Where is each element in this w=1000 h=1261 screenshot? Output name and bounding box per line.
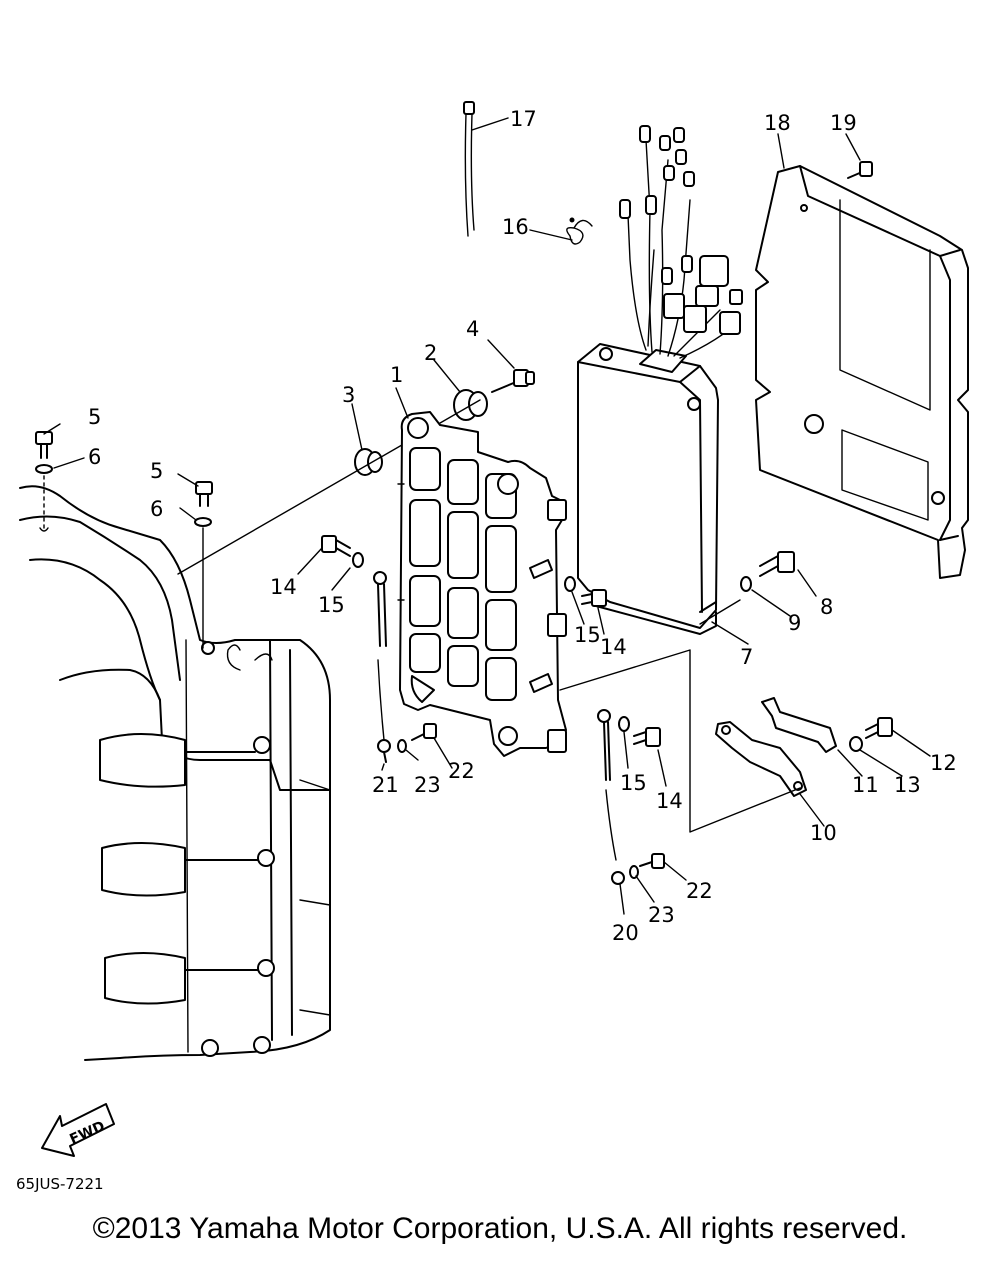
cover xyxy=(755,165,969,579)
callout-15b: 15 xyxy=(574,623,601,647)
wire-harness xyxy=(619,125,743,359)
bolt-8 xyxy=(759,551,795,577)
bracket-11 xyxy=(761,697,837,753)
cdi-unit xyxy=(577,343,719,635)
bolt-14-center xyxy=(581,589,607,607)
bolt-5-right xyxy=(194,481,213,649)
mounting-plate xyxy=(397,411,567,757)
callout-13: 13 xyxy=(894,773,921,797)
leader-lines xyxy=(43,117,931,915)
grommet-3 xyxy=(354,448,383,476)
fwd-arrow-icon: FWD xyxy=(41,1103,115,1157)
washer-15-right xyxy=(618,716,630,732)
callout-15c: 15 xyxy=(620,771,647,795)
callout-8: 8 xyxy=(820,595,833,619)
callout-9: 9 xyxy=(788,611,801,635)
copyright-notice: ©2013 Yamaha Motor Corporation, U.S.A. A… xyxy=(92,1212,908,1245)
callout-23a: 23 xyxy=(414,773,441,797)
bolt-12 xyxy=(865,717,893,739)
washer-23-left xyxy=(397,739,407,753)
callout-1: 1 xyxy=(390,363,403,387)
callout-labels: 1 2 3 4 5 6 5 6 7 8 9 10 11 12 13 14 15 … xyxy=(88,107,957,945)
callout-18: 18 xyxy=(764,111,791,135)
callout-22a: 22 xyxy=(448,759,475,783)
ground-lead-21 xyxy=(373,571,391,763)
ground-lead-20 xyxy=(597,709,625,885)
callout-10: 10 xyxy=(810,821,837,845)
callout-14a: 14 xyxy=(270,575,297,599)
alignment-line-2 xyxy=(559,649,801,833)
clip-16 xyxy=(566,217,593,245)
callout-17: 17 xyxy=(510,107,537,131)
washer-13 xyxy=(849,736,863,752)
screw-22-right xyxy=(639,853,665,869)
callout-21: 21 xyxy=(372,773,399,797)
alignment-line-3 xyxy=(699,599,741,625)
cylinder-lugs xyxy=(99,733,275,1005)
callout-11: 11 xyxy=(852,773,879,797)
bolt-5-left xyxy=(35,431,53,531)
bolt-14-left xyxy=(321,535,364,568)
callout-16: 16 xyxy=(502,215,529,239)
callout-20: 20 xyxy=(612,921,639,945)
screw-4 xyxy=(491,369,535,393)
parts-diagram: 1 2 3 4 5 6 5 6 7 8 9 10 11 12 13 14 15 … xyxy=(19,101,969,1157)
screw-22-left xyxy=(411,723,437,741)
callout-14b: 14 xyxy=(600,635,627,659)
callout-5a: 5 xyxy=(88,405,101,429)
callout-14c: 14 xyxy=(656,789,683,813)
bracket-10 xyxy=(715,721,807,797)
callout-19: 19 xyxy=(830,111,857,135)
cable-tie-17 xyxy=(463,101,475,237)
bolt-14-right xyxy=(633,727,661,747)
callout-12: 12 xyxy=(930,751,957,775)
washer-9 xyxy=(740,576,752,592)
callout-5b: 5 xyxy=(150,459,163,483)
callout-6a: 6 xyxy=(88,445,101,469)
grommet-2 xyxy=(453,389,488,421)
callout-7: 7 xyxy=(740,645,753,669)
washer-15-center xyxy=(564,576,576,592)
callout-15a: 15 xyxy=(318,593,345,617)
screw-19 xyxy=(847,161,873,179)
callout-23b: 23 xyxy=(648,903,675,927)
callout-3: 3 xyxy=(342,383,355,407)
engine-block xyxy=(19,485,331,1061)
washer-23-right xyxy=(629,865,639,879)
drawing-code: 65JUS-7221 xyxy=(16,1175,104,1193)
callout-6b: 6 xyxy=(150,497,163,521)
callout-22b: 22 xyxy=(686,879,713,903)
callout-2: 2 xyxy=(424,341,437,365)
callout-4: 4 xyxy=(466,317,479,341)
